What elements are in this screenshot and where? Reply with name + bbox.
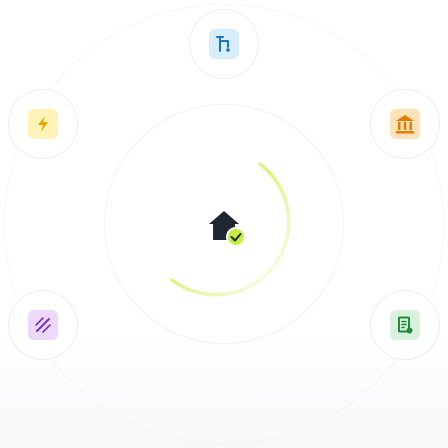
bank-icon [394, 113, 416, 135]
progress-arc [170, 162, 291, 297]
percent-tile [28, 310, 58, 340]
route-icon [214, 34, 234, 54]
route-node[interactable] [189, 9, 259, 79]
route-tile [209, 29, 239, 59]
bank-tile [390, 109, 420, 139]
outer-orbit-ring [4, 4, 444, 444]
bank-node[interactable] [370, 89, 440, 159]
document-node[interactable] [370, 290, 440, 360]
document-icon [395, 315, 415, 335]
percent-icon [33, 315, 53, 335]
inner-orbit-ring [104, 104, 344, 344]
house-check-icon [204, 206, 248, 250]
energy-tile [28, 109, 58, 139]
document-tile [390, 310, 420, 340]
lightning-icon [33, 114, 53, 134]
energy-node[interactable] [8, 89, 78, 159]
percent-node[interactable] [8, 290, 78, 360]
